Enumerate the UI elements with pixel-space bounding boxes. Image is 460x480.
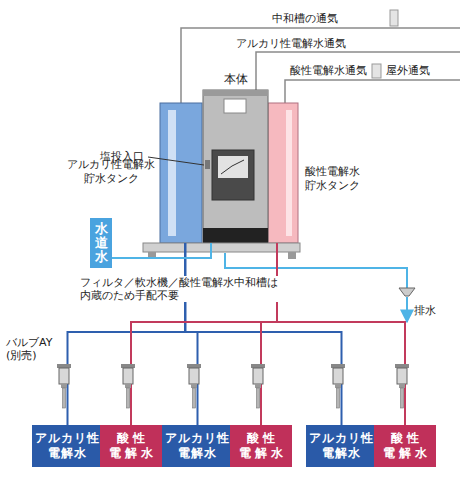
node-label: アルカリ性 電解水 [32,431,103,461]
vent-label: 屋外通気 [386,64,430,77]
vent-mark [390,10,398,26]
pipe-connector [185,243,341,425]
leader-line [148,157,204,165]
outlet-box: アルカリ性 電解水 [162,425,233,467]
node-heading: 本体 [203,72,268,88]
part-label: 塩投入口 [100,150,144,163]
node-label: 水道水 [95,222,108,265]
node-heading: 酸性電解水 貯水タンク [301,165,363,194]
drain-label: 排水 [414,304,436,317]
vent-label: アルカリ性電解水通気 [236,37,346,50]
storage-tank: アルカリ性電解水 貯水タンク [160,103,202,243]
valve [331,364,345,408]
pipe-connector [277,243,405,425]
outlet-box: アルカリ性 電解水 [32,425,103,467]
valve [187,364,201,408]
vent-label: 酸性電解水通気 [290,64,367,77]
outlet-box: 酸性 電解水 [100,425,162,467]
part-label: (別売) [6,349,37,362]
outlet-box: 酸性 電解水 [374,425,436,467]
vent-mark [372,64,381,78]
note: フィルタ／軟水機／酸性電解水中和槽は 内蔵のため手配不要 [78,276,292,302]
vent-pipes [181,28,460,103]
acid-tank [268,103,298,243]
pipe-connector [112,243,211,258]
storage-tank: 酸性電解水 貯水タンク [268,103,298,243]
part-label: バルブAY [6,336,52,349]
valve [251,364,265,408]
outlet-box: 酸性 電解水 [230,425,292,467]
node-label: 酸性 電解水 [100,431,162,461]
node-label: アルカリ性 電解水 [162,431,233,461]
valve [121,364,135,408]
node-label: アルカリ性 電解水 [306,431,377,461]
valve [395,364,409,408]
main-unit-box: 本体 [203,90,268,243]
outlet-box: アルカリ性 電解水 [306,425,377,467]
node-label: 酸性 電解水 [374,431,436,461]
alkaline-tank [160,103,202,243]
vent-label: 中和槽の通気 [272,12,338,25]
pipe-connector [131,243,277,425]
pipe-connector [68,243,186,425]
node-label: 酸性 電解水 [230,431,292,461]
main-unit [203,90,268,243]
valve [57,364,71,408]
supply-box: 水道水 [90,218,112,268]
pipe-connector [261,243,277,425]
